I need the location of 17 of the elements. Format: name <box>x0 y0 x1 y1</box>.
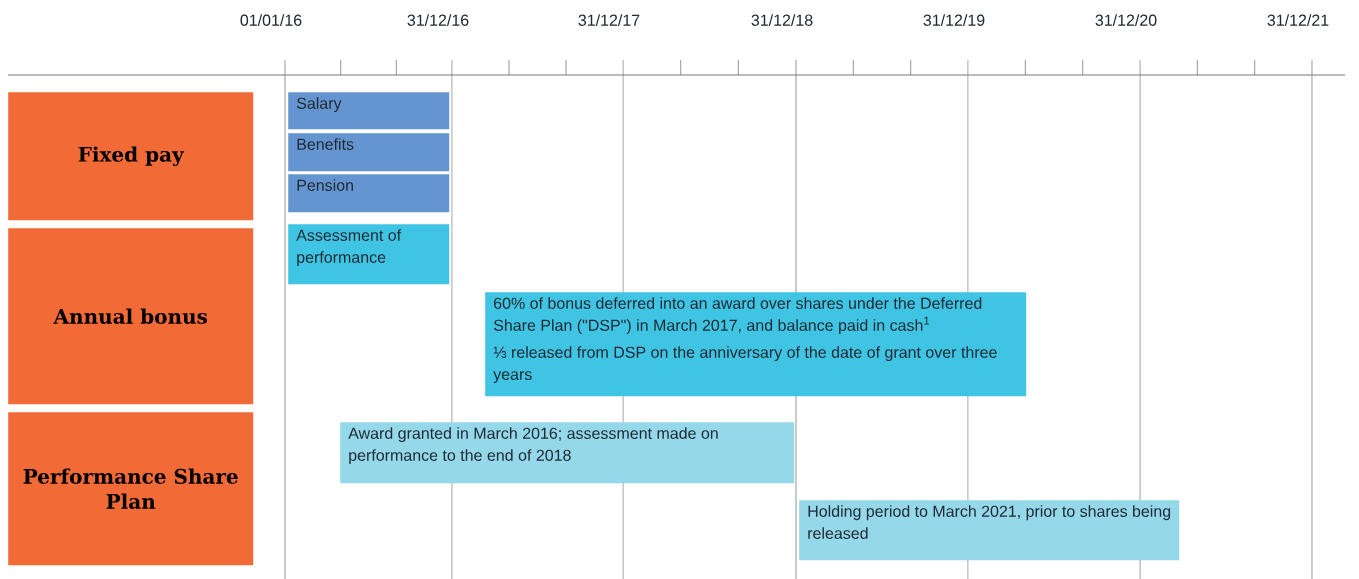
date-label: 31/12/19 <box>923 14 985 26</box>
timeline-bar: Salary <box>288 92 450 130</box>
row-heading-box: Annual bonus <box>8 228 254 405</box>
row-heading-box: Fixed pay <box>8 92 254 221</box>
row-heading-box: Performance Share Plan <box>8 412 254 566</box>
date-label: 31/12/17 <box>578 14 640 26</box>
timeline-bar: Holding period to March 2021, prior to shares being released <box>799 500 1180 561</box>
timeline-bar: Award granted in March 2016; assessment made on performance to the end of 2018 <box>340 422 795 484</box>
timeline-bar: Benefits <box>288 133 450 172</box>
date-label: 31/12/16 <box>407 14 469 26</box>
date-label: 31/12/21 <box>1267 14 1329 26</box>
timeline-bar: Pension <box>288 174 450 213</box>
date-label: 31/12/20 <box>1095 14 1157 26</box>
timeline-bar: 60% of bonus deferred into an award over shares under the Deferred Share Plan ("DSP") in March 2017, and balance paid in cash$^{1}$ ⅓ released from DSP on the anniversary of the date of grant over three years <box>485 292 1027 397</box>
date-label: 01/01/16 <box>240 14 302 26</box>
date-label: 31/12/18 <box>751 14 813 26</box>
timeline-bar: Assessment of performance <box>288 224 450 285</box>
